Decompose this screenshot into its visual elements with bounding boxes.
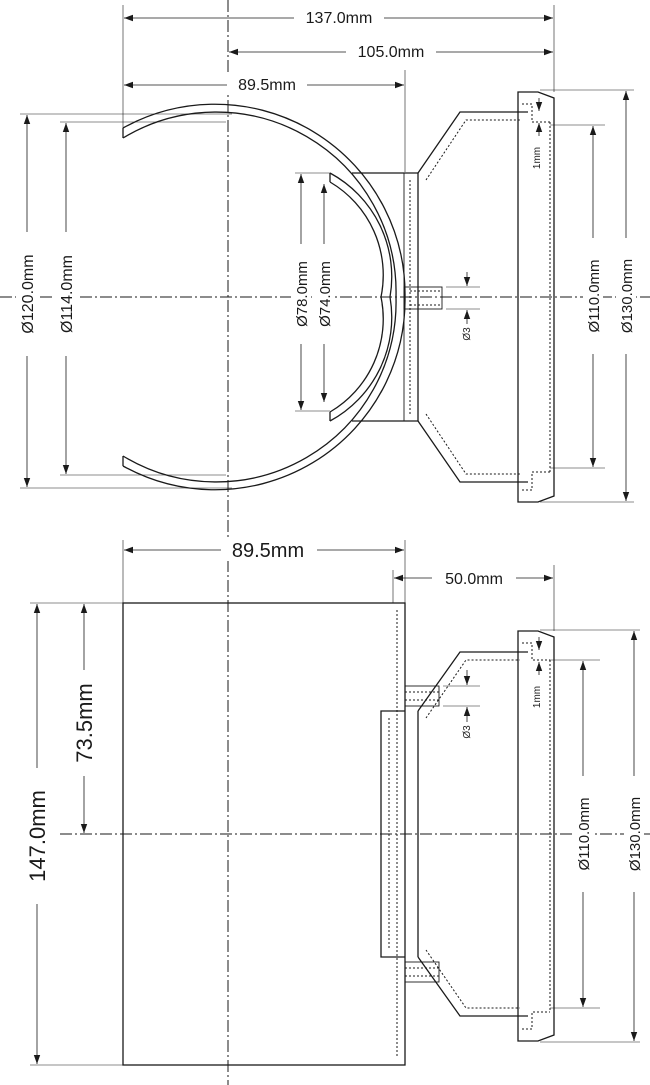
flange-plate	[517, 91, 555, 503]
clamp-inner-arc	[122, 111, 397, 483]
dim-center-to-flange: 105.0mm	[358, 44, 425, 61]
dim-wall: 1mm	[532, 686, 543, 708]
dim-ring-inner: Ø74.0mm	[317, 261, 334, 327]
bolt	[403, 286, 443, 310]
mount-block	[380, 710, 405, 958]
dim-wall: 1mm	[532, 147, 543, 169]
ring-outer-arc	[329, 172, 393, 422]
dim-flange-inner: Ø110.0mm	[586, 259, 603, 332]
flange-arm-top	[417, 651, 528, 712]
dim-outer-diameter: Ø120.0mm	[20, 254, 37, 333]
clamp-body	[122, 602, 406, 1066]
dim-clamp-depth: 89.5mm	[238, 77, 296, 94]
dim-flange-outer: Ø130.0mm	[627, 797, 644, 871]
dim-flange-inner: Ø110.0mm	[576, 797, 593, 870]
clamp-outer-arc	[122, 103, 406, 491]
top-view: 137.0mm 105.0mm 89.5mm Ø120.0mm Ø114.0mm…	[16, 5, 636, 503]
dim-inner-diameter: Ø114.0mm	[59, 255, 76, 333]
dim-bolt: Ø3	[462, 725, 473, 739]
dim-bolt: Ø3	[462, 327, 473, 341]
side-view: 89.5mm 50.0mm 147.0mm 73.5mm Ø3 1mm Ø110…	[24, 537, 644, 1066]
dim-half-height: 73.5mm	[72, 683, 97, 762]
flange-arm-top	[417, 111, 528, 174]
dim-overall-width: 137.0mm	[306, 10, 373, 27]
dim-ring-outer: Ø78.0mm	[294, 261, 311, 327]
dim-body-depth: 89.5mm	[232, 540, 304, 562]
dim-total-height: 147.0mm	[25, 790, 50, 882]
dim-flange-outer: Ø130.0mm	[619, 259, 636, 333]
ring-inner-arc	[329, 181, 384, 413]
dim-flange-offset: 50.0mm	[445, 571, 503, 588]
flange-arm-bottom	[417, 420, 528, 483]
flange-plate	[517, 630, 555, 1042]
flange-arm-bottom	[417, 956, 528, 1017]
